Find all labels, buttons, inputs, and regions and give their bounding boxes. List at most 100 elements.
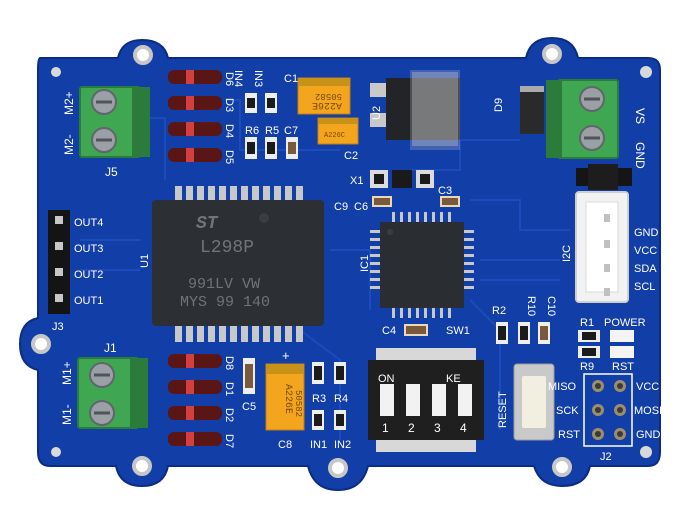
j3-label: J3 <box>52 321 64 333</box>
in2-label: IN2 <box>334 439 351 451</box>
c2-label: C2 <box>344 150 358 162</box>
d7-label: D7 <box>223 434 235 448</box>
dip-1-label: 1 <box>382 421 389 435</box>
d4-label: D4 <box>223 124 235 138</box>
out1-label: OUT1 <box>74 295 103 307</box>
mounting-holes <box>31 44 572 478</box>
j5-label: J5 <box>105 165 118 179</box>
gnd-label: GND <box>634 227 659 239</box>
i2c-label: I2C <box>561 245 573 262</box>
c3-label: C3 <box>438 185 452 197</box>
capacitor-c8: A226E 50582 <box>265 363 305 431</box>
dip-ke-label: KE <box>446 373 461 385</box>
chip-line1: 991LV VW <box>188 276 260 293</box>
reset-button[interactable] <box>513 363 555 441</box>
plus-label: + <box>282 348 290 363</box>
c10-label: C10 <box>545 296 557 316</box>
terminal-block-j1 <box>77 357 148 429</box>
m2plus-label: M2+ <box>62 91 76 115</box>
diode-d9 <box>520 86 544 134</box>
d3-label: D3 <box>223 98 235 112</box>
crystal-x1 <box>370 170 434 188</box>
icsp-header-j2 <box>583 373 633 447</box>
terminal-block-power <box>546 79 619 159</box>
cap-c8-code: A226E <box>282 384 293 414</box>
u2-label: U2 <box>371 106 383 120</box>
i2c-connector <box>575 191 629 303</box>
cap-c2-code: A226C <box>324 132 345 140</box>
dip-4-label: 4 <box>460 421 467 435</box>
u1-label: U1 <box>139 254 151 268</box>
d5-label: D5 <box>223 150 235 164</box>
capacitor-c2: A226C <box>317 117 359 145</box>
x1-label: X1 <box>350 175 363 187</box>
r2-label: R2 <box>492 305 506 317</box>
j1-label: J1 <box>104 341 117 355</box>
cap-c1-code: A226E <box>312 99 342 110</box>
small-smd-top <box>245 93 298 159</box>
chip-name: L298P <box>200 238 254 258</box>
chip-ic1 <box>370 212 474 318</box>
rst-led-label: RST <box>612 361 634 373</box>
vs-label: VS <box>633 108 647 124</box>
regulator-u2 <box>370 70 460 150</box>
d1-label: D1 <box>223 382 235 396</box>
jumper-header <box>576 164 632 190</box>
j2-label: J2 <box>600 451 612 463</box>
d8-label: D8 <box>223 356 235 370</box>
out4-label: OUT4 <box>74 217 103 229</box>
in4-label: IN4 <box>232 70 244 87</box>
chip-u1: ST L298P 991LV VW MYS 99 140 <box>152 186 324 342</box>
sck-label: SCK <box>556 405 579 417</box>
c1-label: C1 <box>284 73 298 85</box>
terminal-block-j5 <box>79 86 150 158</box>
vcc-label: VCC <box>634 245 657 257</box>
sda-label: SDA <box>634 263 657 275</box>
chip-line2: MYS 99 140 <box>180 294 270 311</box>
c8-label: C8 <box>278 439 292 451</box>
dip-2-label: 2 <box>408 421 415 435</box>
r3-label: R3 <box>312 393 326 405</box>
capacitor-c1: 50582 A226E <box>297 77 351 115</box>
c6-label: C6 <box>354 201 368 213</box>
d2-label: D2 <box>223 408 235 422</box>
dip-switch-sw1[interactable] <box>368 348 484 452</box>
dip-on-label: ON <box>378 373 395 385</box>
ic1-label: IC1 <box>359 255 371 272</box>
d9-label: D9 <box>493 98 505 112</box>
r6-label: R6 <box>245 125 259 137</box>
diodes-bottom <box>168 354 222 446</box>
scl-label: SCL <box>634 281 655 293</box>
pcb-traces <box>80 99 570 440</box>
diodes-top <box>168 70 222 162</box>
chip-brand: ST <box>196 214 219 234</box>
power-label: POWER <box>604 317 646 329</box>
r1-label: R1 <box>580 317 594 329</box>
vcc2-label: VCC <box>636 381 659 393</box>
cap-c8-code2: 50582 <box>293 390 303 417</box>
c7-label: C7 <box>284 125 298 137</box>
r9-label: R9 <box>580 361 594 373</box>
in1-label: IN1 <box>310 439 327 451</box>
in3-label: IN3 <box>252 70 264 87</box>
r10-label: R10 <box>525 296 537 316</box>
dip-3-label: 3 <box>434 421 441 435</box>
out2-label: OUT2 <box>74 269 103 281</box>
m2minus-label: M2- <box>62 134 76 155</box>
miso-label: MISO <box>548 381 577 393</box>
sw1-label: SW1 <box>446 325 470 337</box>
d6-label: D6 <box>223 72 235 86</box>
m1plus-label: M1+ <box>60 361 74 385</box>
cap-c1-code2: 50582 <box>315 91 342 101</box>
gnd2-label: GND <box>636 429 661 441</box>
c9-label: C9 <box>334 201 348 213</box>
r4-label: R4 <box>334 393 348 405</box>
reset-label: RESET <box>497 391 509 428</box>
r5-label: R5 <box>265 125 279 137</box>
gnd-power-label: GND <box>633 142 647 169</box>
mosi-label: MOSI <box>634 405 662 417</box>
c5-label: C5 <box>242 401 256 413</box>
m1minus-label: M1- <box>60 404 74 425</box>
c4-label: C4 <box>382 325 396 337</box>
